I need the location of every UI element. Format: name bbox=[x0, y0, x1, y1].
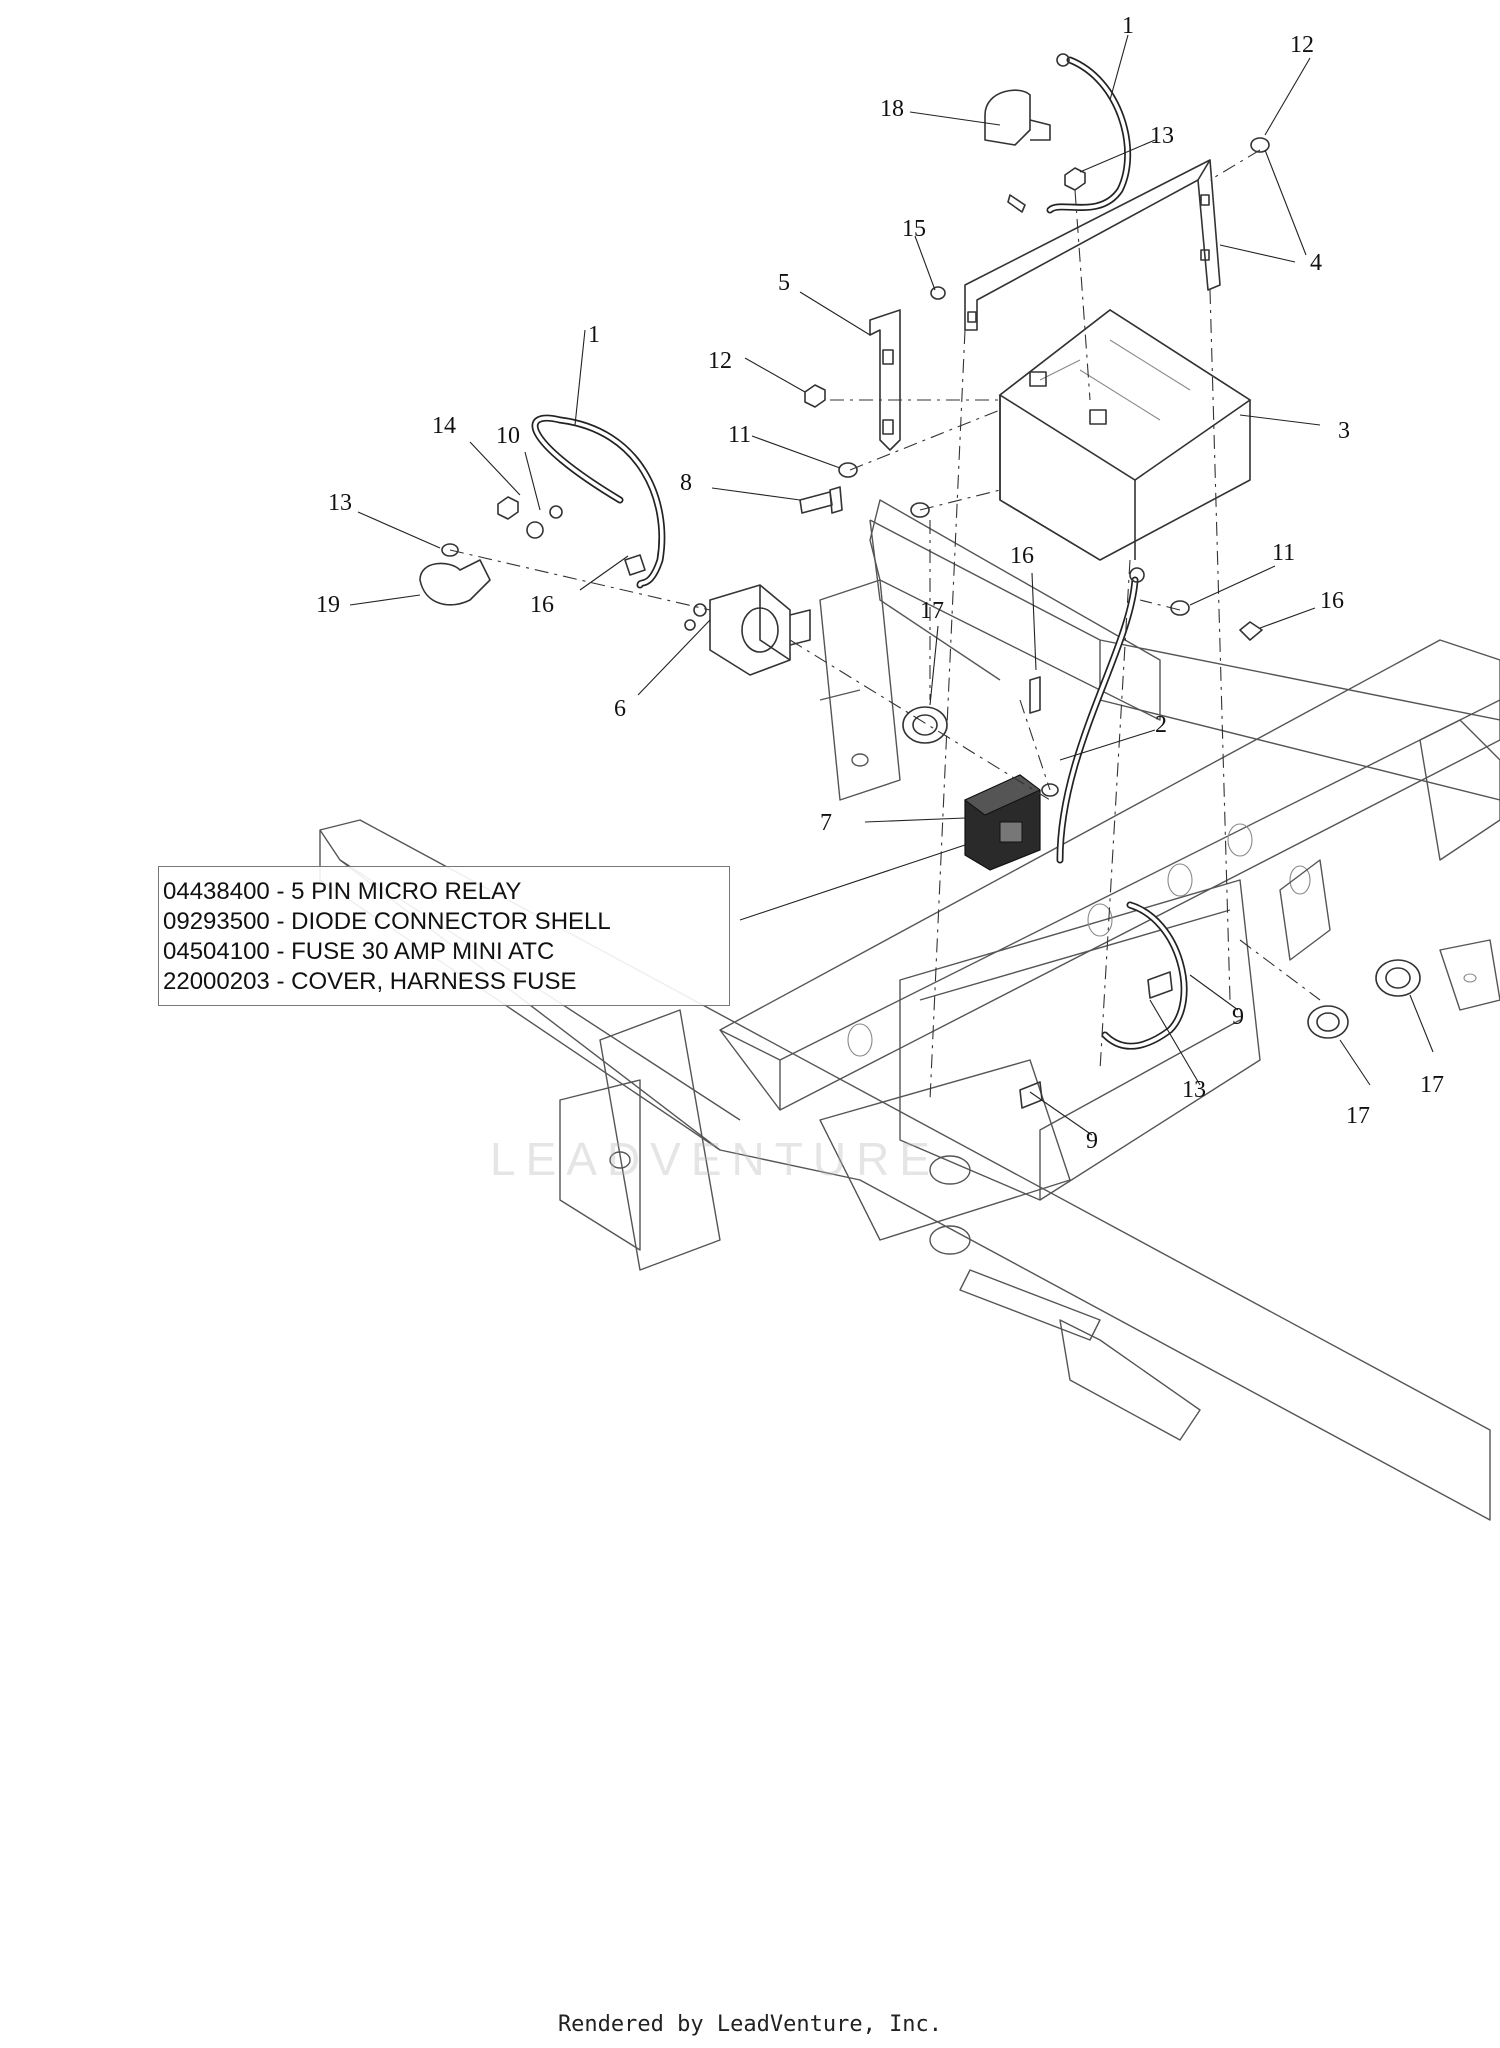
note-line: 04504100 - FUSE 30 AMP MINI ATC bbox=[163, 938, 555, 965]
callout-11-right: 11 bbox=[1272, 540, 1295, 566]
callout-16-left: 16 bbox=[530, 592, 554, 618]
footer-credit: Rendered by LeadVenture, Inc. bbox=[557, 2012, 943, 2037]
callout-12-mid: 12 bbox=[708, 348, 732, 374]
callout-4: 4 bbox=[1310, 250, 1322, 276]
assembly-lines bbox=[449, 149, 1321, 1101]
leader-lines bbox=[349, 34, 1434, 1136]
callout-numbers: 1 12 18 13 4 15 5 1 12 3 14 10 11 8 13 1… bbox=[316, 13, 1444, 1154]
callout-17-top: 17 bbox=[920, 598, 944, 624]
callout-17-bottom: 17 bbox=[1346, 1103, 1370, 1129]
callout-16-mid: 16 bbox=[1010, 543, 1034, 569]
callout-2: 2 bbox=[1155, 712, 1167, 738]
callout-10: 10 bbox=[496, 423, 520, 449]
callout-15: 15 bbox=[902, 216, 926, 242]
callout-9-bottom: 9 bbox=[1086, 1128, 1098, 1154]
note-line: 04438400 - 5 PIN MICRO RELAY bbox=[163, 878, 522, 905]
callout-14: 14 bbox=[432, 413, 456, 439]
callout-6: 6 bbox=[614, 696, 626, 722]
callout-8: 8 bbox=[680, 470, 692, 496]
watermark-text: LEADVENTURE bbox=[490, 1133, 940, 1185]
battery-hold-down-bracket bbox=[964, 159, 1221, 331]
battery bbox=[998, 309, 1252, 561]
parts-note-box: 04438400 - 5 PIN MICRO RELAY 09293500 - … bbox=[158, 866, 730, 1006]
callout-13-top: 13 bbox=[1150, 123, 1174, 149]
fuse-relay-module bbox=[964, 774, 1059, 871]
callout-13-bottom: 13 bbox=[1182, 1077, 1206, 1103]
callout-9-right: 9 bbox=[1232, 1004, 1244, 1030]
note-line: 22000203 - COVER, HARNESS FUSE bbox=[163, 968, 577, 995]
terminal-boots bbox=[419, 89, 1051, 606]
note-line: 09293500 - DIODE CONNECTOR SHELL bbox=[163, 908, 611, 935]
callout-1-left: 1 bbox=[588, 322, 600, 348]
callout-3: 3 bbox=[1338, 418, 1350, 444]
callout-18: 18 bbox=[880, 96, 904, 122]
starter-solenoid bbox=[684, 584, 811, 676]
callout-16-right: 16 bbox=[1320, 588, 1344, 614]
mounting-bracket bbox=[869, 309, 901, 451]
callout-19: 19 bbox=[316, 592, 340, 618]
callout-5: 5 bbox=[778, 270, 790, 296]
callout-12-top: 12 bbox=[1290, 32, 1314, 58]
callout-11-left: 11 bbox=[728, 422, 751, 448]
callout-1-top: 1 bbox=[1122, 13, 1134, 39]
callout-7: 7 bbox=[820, 810, 832, 836]
cables bbox=[531, 53, 1188, 1050]
hardware bbox=[441, 137, 1421, 1109]
callout-17-right: 17 bbox=[1420, 1072, 1444, 1098]
chassis-frame bbox=[319, 499, 1500, 1521]
callout-13-left: 13 bbox=[328, 490, 352, 516]
